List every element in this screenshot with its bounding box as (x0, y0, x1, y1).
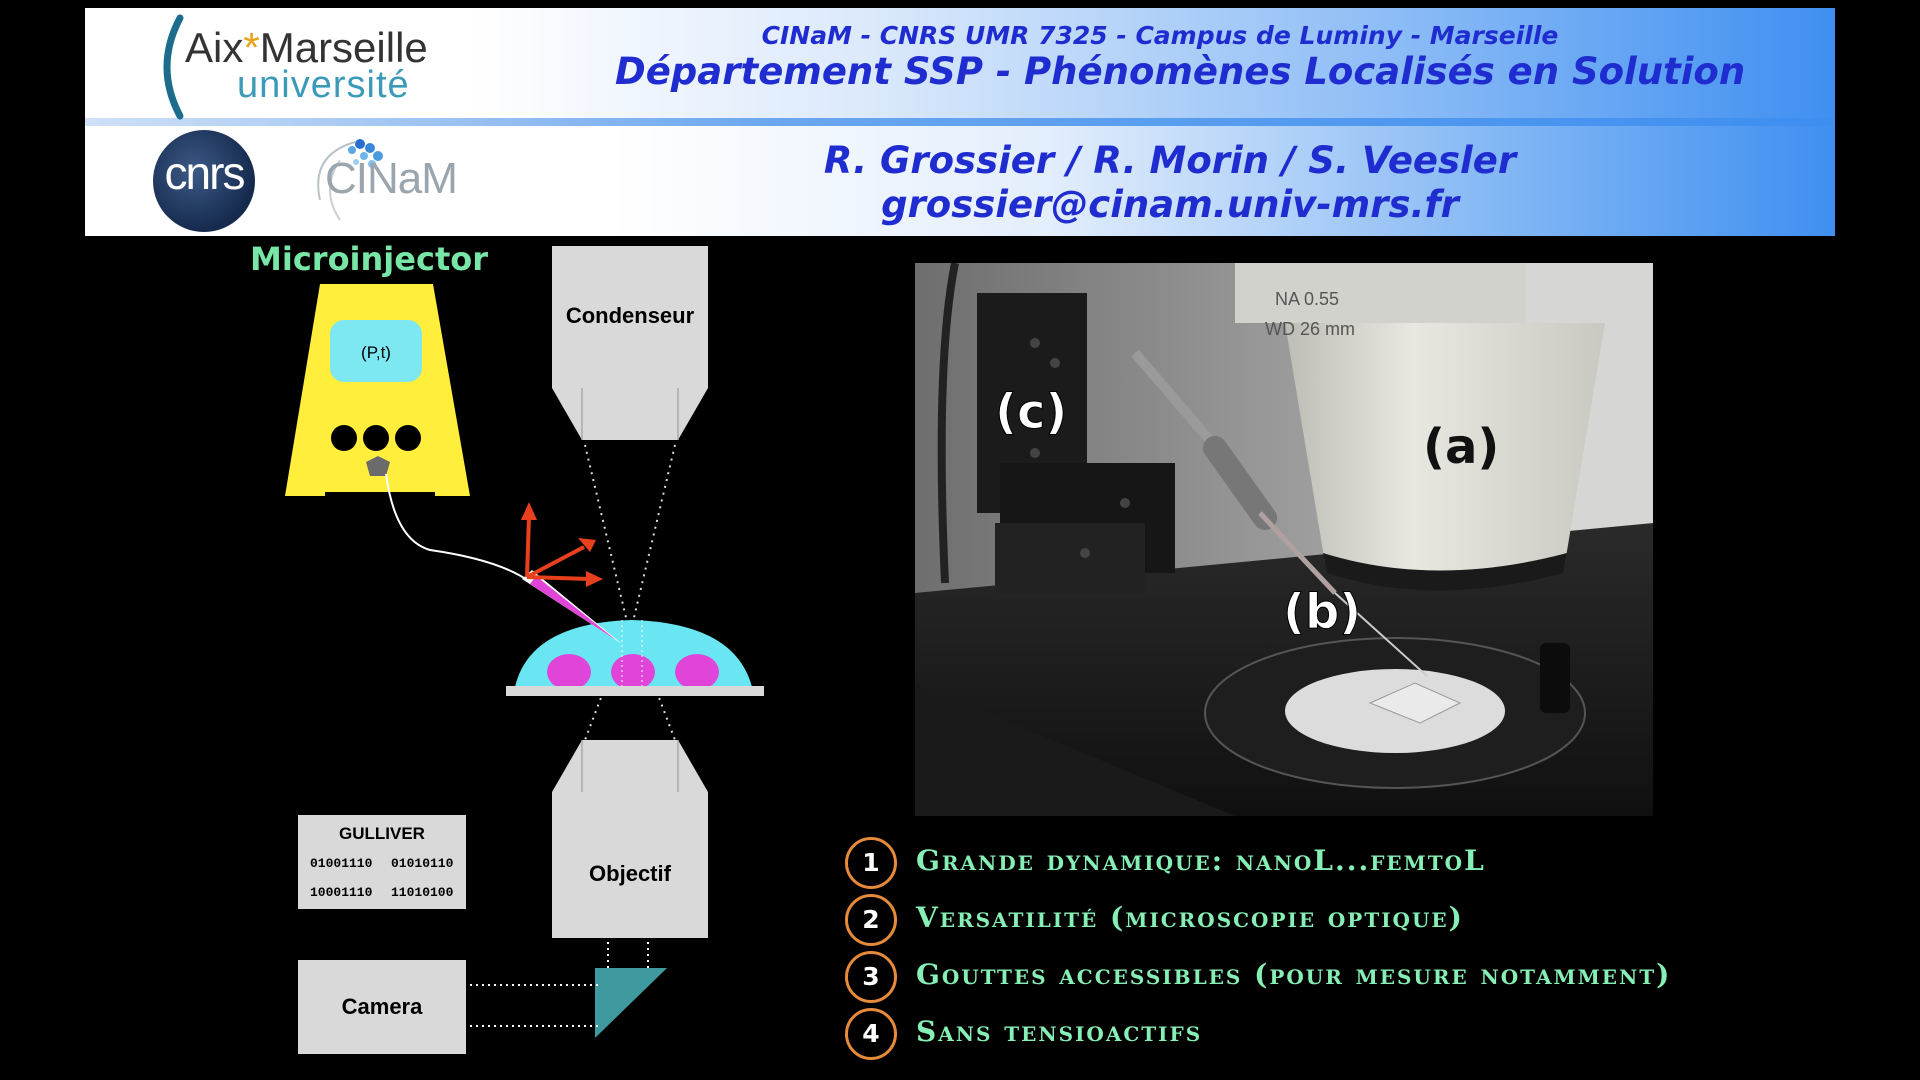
header-banner: CINaM - CNRS UMR 7325 - Campus de Luminy… (85, 8, 1835, 236)
photo-post (1540, 643, 1570, 713)
feature-number-1: 1 (845, 837, 897, 889)
feature-number-4: 4 (845, 1008, 897, 1060)
setup-photo: NA 0.55 WD 26 mm (c) (a) (b) (915, 263, 1653, 816)
amu-logo-text: Aix*Marseille (185, 24, 428, 72)
photo-objective-lens (1285, 323, 1605, 578)
microinjector-title: Microinjector (250, 240, 488, 278)
microinjector-tubing (385, 473, 531, 583)
feature-item-3: 3 Gouttes accessibles (pour mesure notam… (845, 951, 1895, 1005)
gulliver-bits-2: 01010110 (391, 856, 454, 871)
header-bottom-band (85, 126, 1835, 236)
objective-shape (552, 740, 708, 938)
condenser-shape (552, 246, 708, 440)
prism (595, 968, 667, 1038)
photo-lens-text-2: WD 26 mm (1265, 319, 1355, 339)
gulliver-bits-1: 01001110 (310, 856, 373, 871)
condenser-label: Condenseur (565, 303, 695, 328)
droplet-left (547, 654, 591, 690)
photo-label-a: (a) (1423, 419, 1499, 475)
gulliver-bits-4: 11010100 (391, 885, 454, 900)
arrow-z-head (521, 502, 537, 520)
microinjector-base-notch (325, 492, 435, 500)
photo-lens-text-1: NA 0.55 (1275, 289, 1339, 309)
feature-text-2: Versatilité (microscopie optique) (916, 901, 1464, 934)
cnrs-logo (153, 130, 255, 232)
setup-diagram (285, 246, 764, 1038)
amu-logo-aix: Aix (185, 24, 244, 71)
light-ray-upper-left (584, 444, 629, 627)
cnrs-logo-text: cnrs (164, 147, 246, 199)
photo-label-b: (b) (1283, 584, 1361, 640)
gulliver-title: GULLIVER (339, 824, 425, 843)
feature-item-1: 1 Grande dynamique: nanoL...femtoL (845, 837, 1895, 891)
feature-number-3: 3 (845, 951, 897, 1003)
amu-logo-star: * (243, 24, 260, 71)
header-email: grossier@cinam.univ-mrs.fr (881, 183, 1459, 226)
amu-logo-universite: université (237, 64, 410, 106)
cinam-logo-text: CINaM (325, 154, 458, 203)
header-divider (85, 118, 1835, 126)
microinjector-knob-2 (363, 425, 389, 451)
header-authors: R. Grossier / R. Morin / S. Veesler (823, 139, 1517, 182)
micropipette-liquid (530, 576, 616, 640)
feature-text-3: Gouttes accessibles (pour mesure notamme… (916, 958, 1672, 991)
objective-label: Objectif (589, 861, 671, 886)
header-department-line: Département SSP - Phénomènes Localisés e… (615, 50, 1746, 93)
microinjector-knob-1 (331, 425, 357, 451)
feature-item-4: 4 Sans tensioactifs (845, 1008, 1895, 1062)
feature-number-2: 2 (845, 894, 897, 946)
photo-label-c: (c) (995, 384, 1067, 440)
arrow-x-line (526, 575, 591, 581)
header-top-band (85, 8, 1835, 118)
feature-item-2: 2 Versatilité (microscopie optique) (845, 894, 1895, 948)
light-ray-upper-right (631, 444, 676, 627)
camera-label: Camera (341, 994, 423, 1019)
glass-slide (506, 686, 764, 696)
cinam-logo (317, 139, 383, 221)
microinjector-display (330, 320, 422, 382)
gulliver-bits-3: 10001110 (310, 885, 373, 900)
microinjector-port (366, 456, 390, 476)
feature-text-1: Grande dynamique: nanoL...femtoL (916, 844, 1486, 877)
arrow-x-head (586, 571, 603, 587)
feature-text-4: Sans tensioactifs (916, 1015, 1203, 1048)
gulliver-box (298, 815, 466, 909)
arrow-y-line (526, 545, 585, 579)
photo-capillary (1258, 511, 1337, 595)
arrow-z-line (525, 515, 531, 578)
header-institute-line: CINaM - CNRS UMR 7325 - Campus de Luminy… (761, 21, 1559, 50)
droplet-right (675, 654, 719, 690)
amu-logo-bracket (163, 14, 184, 120)
arrow-y-head (578, 538, 596, 552)
microinjector-knob-3 (395, 425, 421, 451)
setup-photo-illustration: NA 0.55 WD 26 mm (c) (a) (b) (915, 263, 1653, 816)
pressure-time-label: (P,t) (361, 343, 391, 362)
camera-box (298, 960, 466, 1054)
amu-logo-marseille: Marseille (259, 24, 428, 71)
droplet-center (611, 654, 655, 690)
